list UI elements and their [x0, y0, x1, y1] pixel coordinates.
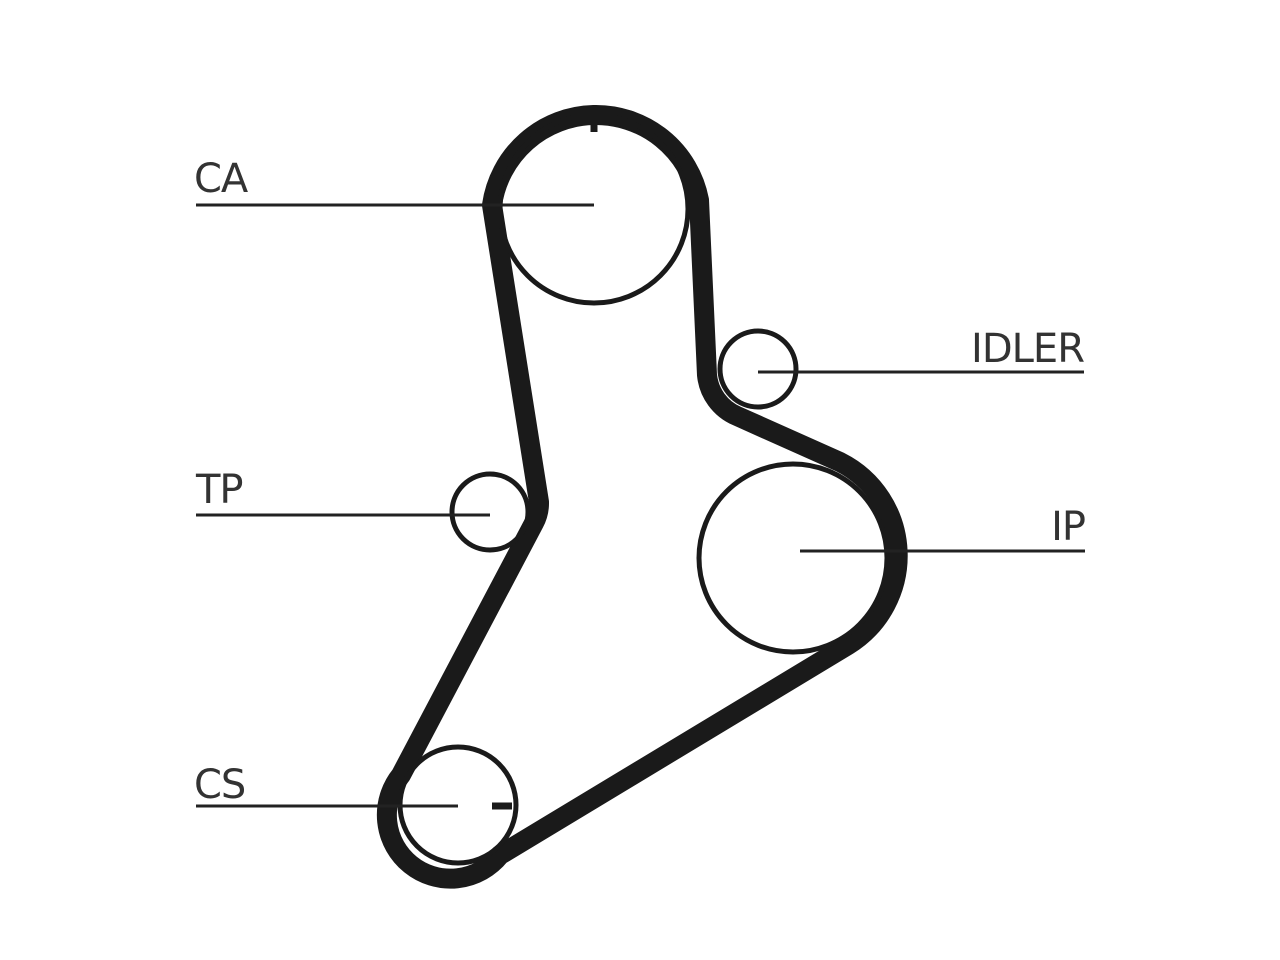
- ip-label: IP: [1051, 504, 1085, 550]
- timing-belt: [376, 105, 908, 889]
- injection-pump-pulley: [696, 461, 890, 655]
- ca-label: CA: [194, 156, 249, 202]
- idler-label: IDLER: [971, 326, 1084, 372]
- tensioner-pulley: [449, 471, 531, 553]
- cs-label: CS: [194, 762, 245, 808]
- idler-pulley: [717, 328, 799, 410]
- camshaft-pulley: [497, 112, 691, 306]
- tp-label: TP: [195, 467, 243, 513]
